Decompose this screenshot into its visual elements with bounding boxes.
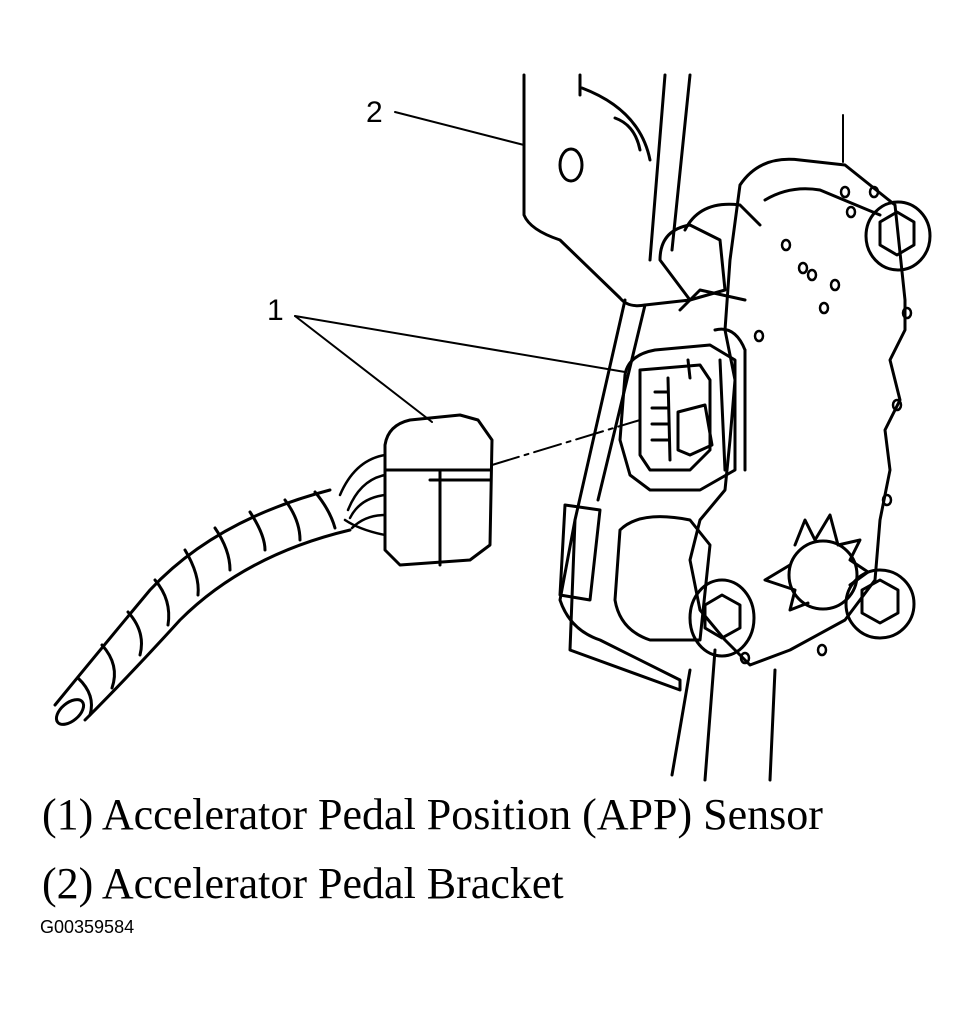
harness-wires (338, 453, 387, 537)
callout-1: 1 (267, 294, 284, 327)
sensor-bolts (688, 200, 932, 658)
app-sensor-illustration: 2 1 (53, 73, 932, 782)
sensor-gear (763, 513, 870, 612)
legend-item-1: (1) Accelerator Pedal Position (APP) Sen… (42, 790, 823, 839)
harness-connector-plug (383, 413, 494, 567)
figure-id: G00359584 (40, 917, 135, 937)
callout-2: 2 (366, 96, 383, 129)
legend-item-2: (2) Accelerator Pedal Bracket (42, 859, 564, 908)
alignment-dashed-line (491, 419, 641, 466)
bolt-bottom-left (688, 578, 756, 658)
app-sensor-body (558, 157, 907, 692)
pedal-bracket (522, 73, 692, 308)
sensor-connector-socket (618, 343, 737, 492)
bolt-top-right (864, 200, 932, 272)
wiring-conduit (53, 488, 352, 726)
sensor-face-dots (739, 185, 913, 665)
callout-leaders (294, 111, 844, 423)
bolt-bottom-right (844, 568, 916, 640)
